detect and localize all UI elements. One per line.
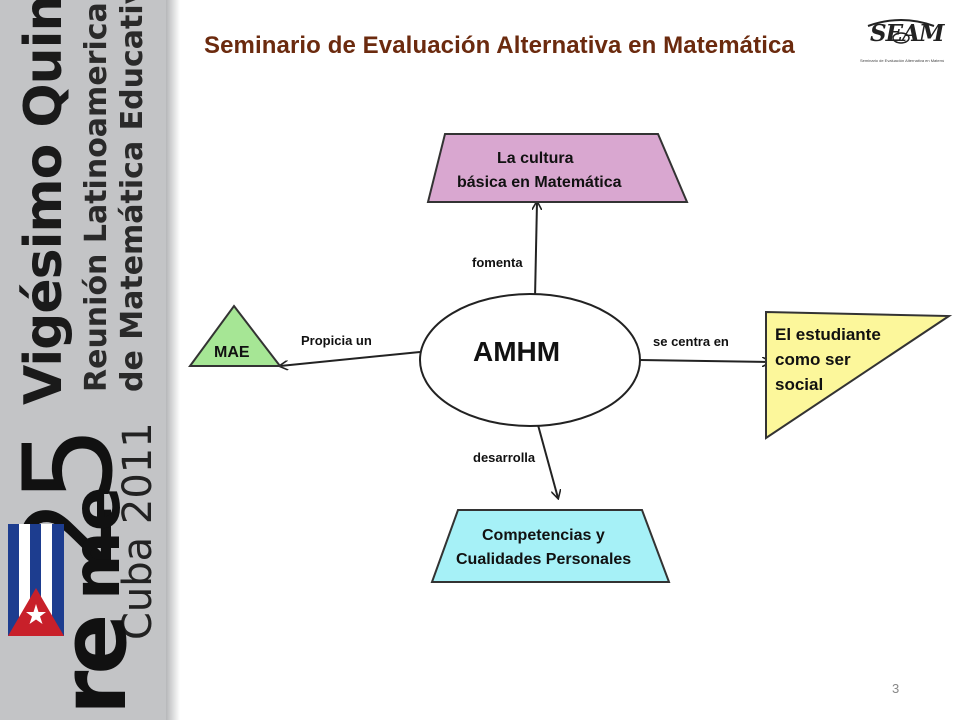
node-cultura-line1: La cultura [497,150,574,167]
node-estudiante-line3: social [775,375,823,394]
edge-propicia [280,351,421,366]
logo-wordmark: SEAM [870,20,944,47]
node-competencias-line1: Competencias y [482,527,605,544]
node-estudiante [765,310,953,440]
node-mae [188,304,283,367]
banner-brand-me: me [58,486,135,600]
node-amhm-label: AMHM [473,336,560,367]
node-competencias-line2: Cualidades Personales [456,551,631,568]
edge-fomenta [535,202,537,299]
sidebar-banner: Vigésimo Quinta Reunión Latinoamericana … [0,0,166,720]
edge-label-desarrolla: desarrolla [473,450,536,465]
edge-se-centra [639,360,770,362]
node-estudiante-line1: El estudiante [775,325,881,344]
page-number: 3 [892,681,900,696]
node-mae-label: MAE [214,344,250,361]
edge-label-fomenta: fomenta [472,255,523,270]
node-cultura-line2: básica en Matemática [457,174,622,191]
page-title: Seminario de Evaluación Alternativa en M… [204,32,795,59]
edge-desarrolla [537,424,558,498]
concept-map: La cultura básica en Matemática MAE El e… [188,133,953,583]
sidebar-shadow [166,0,180,720]
banner-line-vigesimo-quinta: Vigésimo Quinta [14,0,74,405]
edge-label-se-centra: se centra en [653,334,729,349]
seam-logo-icon [867,19,935,44]
cuba-flag-icon [8,524,64,636]
edge-label-propicia: Propicia un [301,333,372,348]
banner-line-reunion: Reunión Latinoamericana [79,0,114,392]
node-amhm [419,293,641,427]
node-competencias [430,509,671,583]
banner-line-matematica: de Matemática Educativa [115,0,150,392]
node-estudiante-line2: como ser [775,350,851,369]
node-cultura-basica [426,133,689,203]
logo-caption: Seminario de Evaluación Alternativa en M… [860,58,944,63]
